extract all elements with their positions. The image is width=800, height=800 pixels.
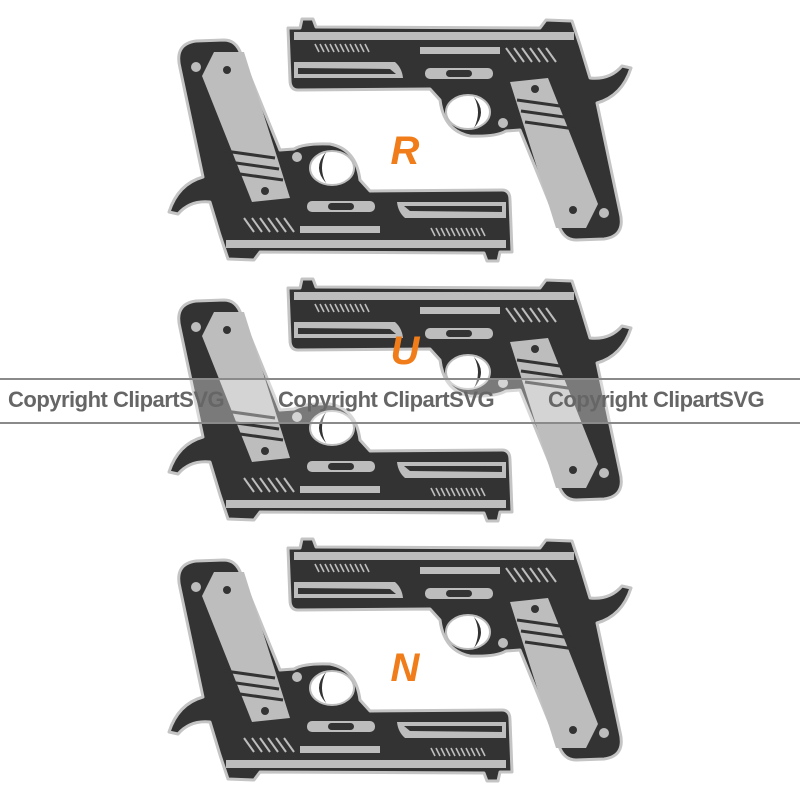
letter-n: N (390, 646, 420, 690)
watermark-text: Copyright ClipartSVG (278, 387, 495, 412)
watermark-text: Copyright ClipartSVG (8, 387, 225, 412)
letter-r: R (390, 129, 420, 173)
watermark-band (0, 378, 800, 424)
watermark-text: Copyright ClipartSVG (548, 387, 765, 412)
letter-u: U (390, 329, 420, 373)
